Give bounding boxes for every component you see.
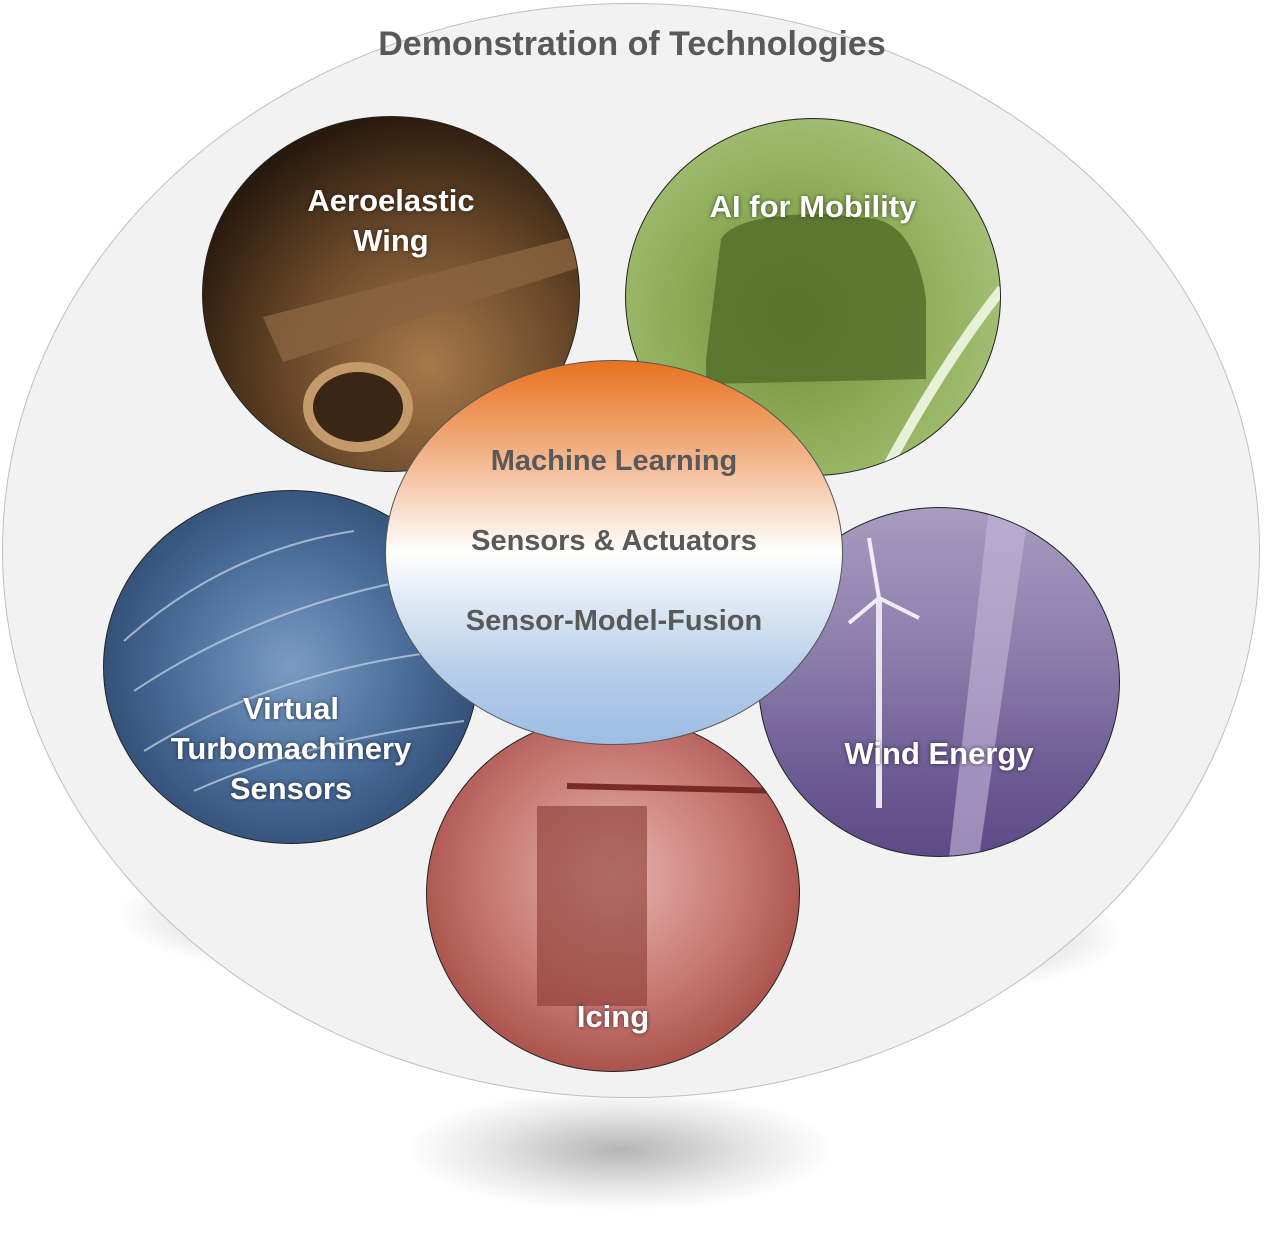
topic-label: Turbomachinery — [170, 731, 412, 766]
wing-image — [263, 237, 579, 452]
topic-label: Aeroelastic — [307, 183, 475, 218]
car-image — [706, 214, 1000, 472]
topic-ai-for-mobility: AI for Mobility — [625, 118, 1001, 476]
topic-label: Virtual — [243, 691, 339, 726]
icing-rig-image — [537, 783, 788, 1006]
shadow-bottom — [410, 1090, 830, 1210]
core-technologies-hub: Machine Learning Sensors & Actuators Sen… — [385, 360, 843, 745]
topic-label: Sensors — [229, 771, 353, 806]
core-item-sensor-model-fusion: Sensor-Model-Fusion — [465, 605, 763, 637]
topic-label: AI for Mobility — [709, 189, 917, 224]
diagram-title: Demonstration of Technologies — [378, 25, 886, 63]
topic-label: Icing — [576, 999, 650, 1034]
core-item-machine-learning: Machine Learning — [490, 445, 738, 477]
topic-label: Wind Energy — [844, 736, 1034, 771]
topic-label: Wing — [353, 223, 429, 258]
core-item-sensors-actuators: Sensors & Actuators — [471, 525, 757, 557]
turbomachinery-image — [123, 530, 465, 792]
wind-turbine-image — [847, 508, 1029, 856]
topic-icing: Icing — [426, 715, 800, 1072]
